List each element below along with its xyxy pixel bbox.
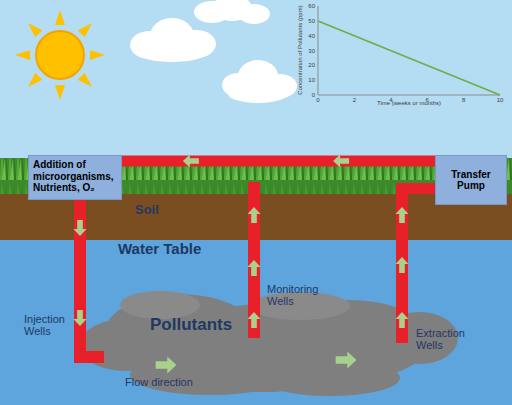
- well-label: Monitoring Wells: [267, 283, 323, 307]
- tick-label: 6: [426, 97, 429, 104]
- tick-label: 2: [353, 97, 356, 104]
- tick-label: 20: [308, 62, 315, 69]
- node-text: Transfer Pump: [440, 169, 502, 192]
- cloud: [130, 0, 297, 103]
- flow-label: Flow direction: [125, 376, 193, 388]
- tick-label: 50: [308, 18, 315, 25]
- arrowhead: [183, 155, 199, 168]
- tick-label: 8: [462, 97, 465, 104]
- pollutant-label: Pollutants: [150, 316, 232, 335]
- tick-label: 60: [308, 3, 315, 10]
- arrowhead: [333, 155, 349, 168]
- layer-label: Water Table: [118, 241, 201, 258]
- axis-title: Time (weeks or months): [377, 100, 441, 107]
- layer-label: Soil: [135, 203, 159, 217]
- tick-label: 10: [308, 77, 315, 84]
- tick-label: 10: [497, 97, 504, 104]
- flow-arrow: [74, 207, 409, 373]
- node-text: Addition of microorganisms, Nutrients, O…: [33, 159, 117, 194]
- pipe-connector: [122, 156, 435, 167]
- tick-label: 30: [308, 47, 315, 54]
- chart: [318, 6, 500, 95]
- pump-box: Transfer Pump: [435, 155, 507, 205]
- axis-title: Concentration of Pollutants (ppm): [297, 5, 304, 94]
- well-pipe: [74, 182, 438, 363]
- sun: [15, 10, 105, 100]
- tick-label: 0: [312, 92, 315, 99]
- well-label: Extraction Wells: [416, 327, 472, 351]
- well-label: Injection Wells: [24, 313, 72, 337]
- process-box: Addition of microorganisms, Nutrients, O…: [28, 155, 122, 200]
- tick-label: 40: [308, 32, 315, 39]
- tick-label: 4: [389, 97, 392, 104]
- tick-label: 0: [316, 97, 319, 104]
